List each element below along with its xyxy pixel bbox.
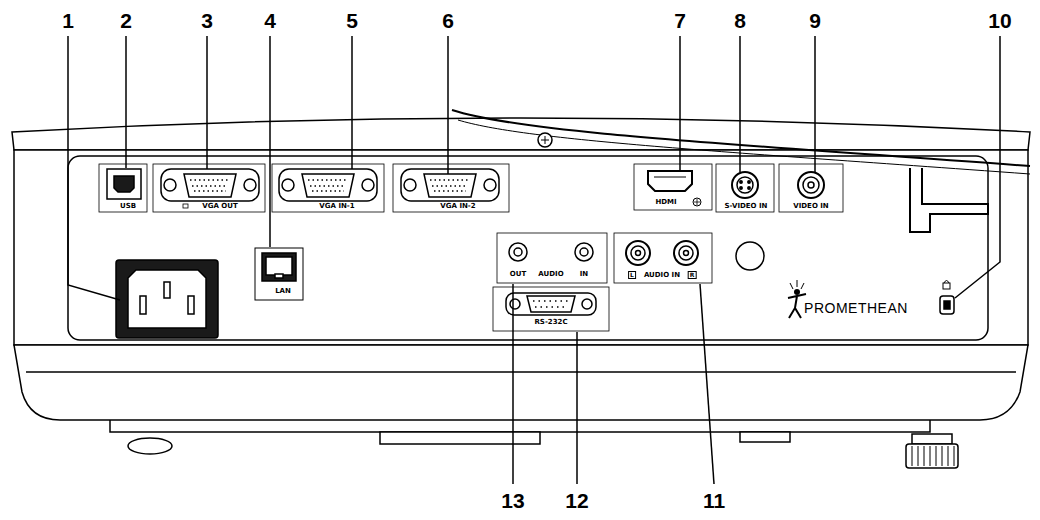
callout-number: 13: [501, 490, 524, 511]
callout-number: 11: [703, 490, 725, 511]
port-label: AUDIO: [538, 271, 563, 278]
port-label: VGA IN-2: [440, 203, 475, 210]
callout-number: 1: [62, 10, 74, 31]
callout-number: 12: [565, 490, 588, 511]
callout-number: 3: [201, 10, 213, 31]
channel-label: L: [628, 271, 636, 279]
port-label: VGA IN-1: [319, 203, 354, 210]
callout-number: 6: [442, 10, 454, 31]
callout-number: 8: [734, 10, 746, 31]
port-label: RS-232C: [534, 319, 567, 326]
channel-label: R: [688, 271, 697, 279]
port-label: USB: [120, 203, 136, 210]
callout-number: 2: [120, 10, 132, 31]
callout-number: 5: [346, 10, 358, 31]
callout-number: 7: [674, 10, 686, 31]
port-label: VGA OUT: [202, 203, 237, 210]
callout-number: 10: [988, 10, 1011, 31]
port-label: IN: [580, 271, 588, 278]
port-label: LAN: [275, 288, 291, 295]
port-label: HDMI: [655, 199, 676, 206]
port-label: VIDEO IN: [793, 203, 828, 210]
callout-number: 9: [809, 10, 821, 31]
port-label: OUT: [510, 271, 526, 278]
port-label: S-VIDEO IN: [725, 203, 768, 210]
brand-name: PROMETHEAN: [804, 301, 908, 315]
callout-number: 4: [264, 10, 276, 31]
port-label: AUDIO IN: [644, 272, 680, 279]
